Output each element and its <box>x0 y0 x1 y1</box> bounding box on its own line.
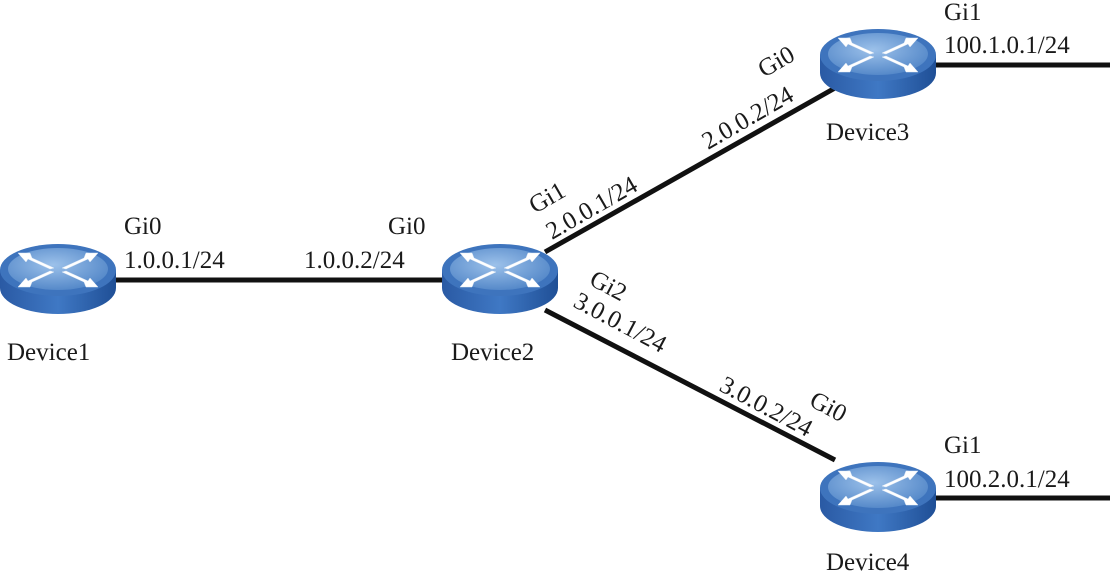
ip-label: 100.1.0.1/24 <box>944 32 1070 59</box>
ip-label: 1.0.0.2/24 <box>304 247 405 274</box>
device2-router-icon[interactable] <box>441 243 559 315</box>
device1-router-icon[interactable] <box>0 243 117 315</box>
iface-label: Gi1 <box>944 432 982 459</box>
device3-router-icon[interactable] <box>819 28 937 100</box>
link-device2-device3 <box>543 85 837 255</box>
device2-label: Device2 <box>451 339 534 366</box>
device4-label: Device4 <box>826 549 910 573</box>
iface-label: Gi0 <box>124 213 162 240</box>
iface-label: Gi0 <box>754 41 800 83</box>
link-device2-device4 <box>543 307 837 463</box>
iface-label: Gi0 <box>388 213 426 240</box>
device1-label: Device1 <box>7 339 90 366</box>
ip-label: 100.2.0.1/24 <box>944 466 1070 493</box>
device4-router-icon[interactable] <box>819 461 937 533</box>
device3-label: Device3 <box>826 119 909 146</box>
ip-label: 1.0.0.1/24 <box>124 247 225 274</box>
iface-label: Gi1 <box>944 0 982 26</box>
